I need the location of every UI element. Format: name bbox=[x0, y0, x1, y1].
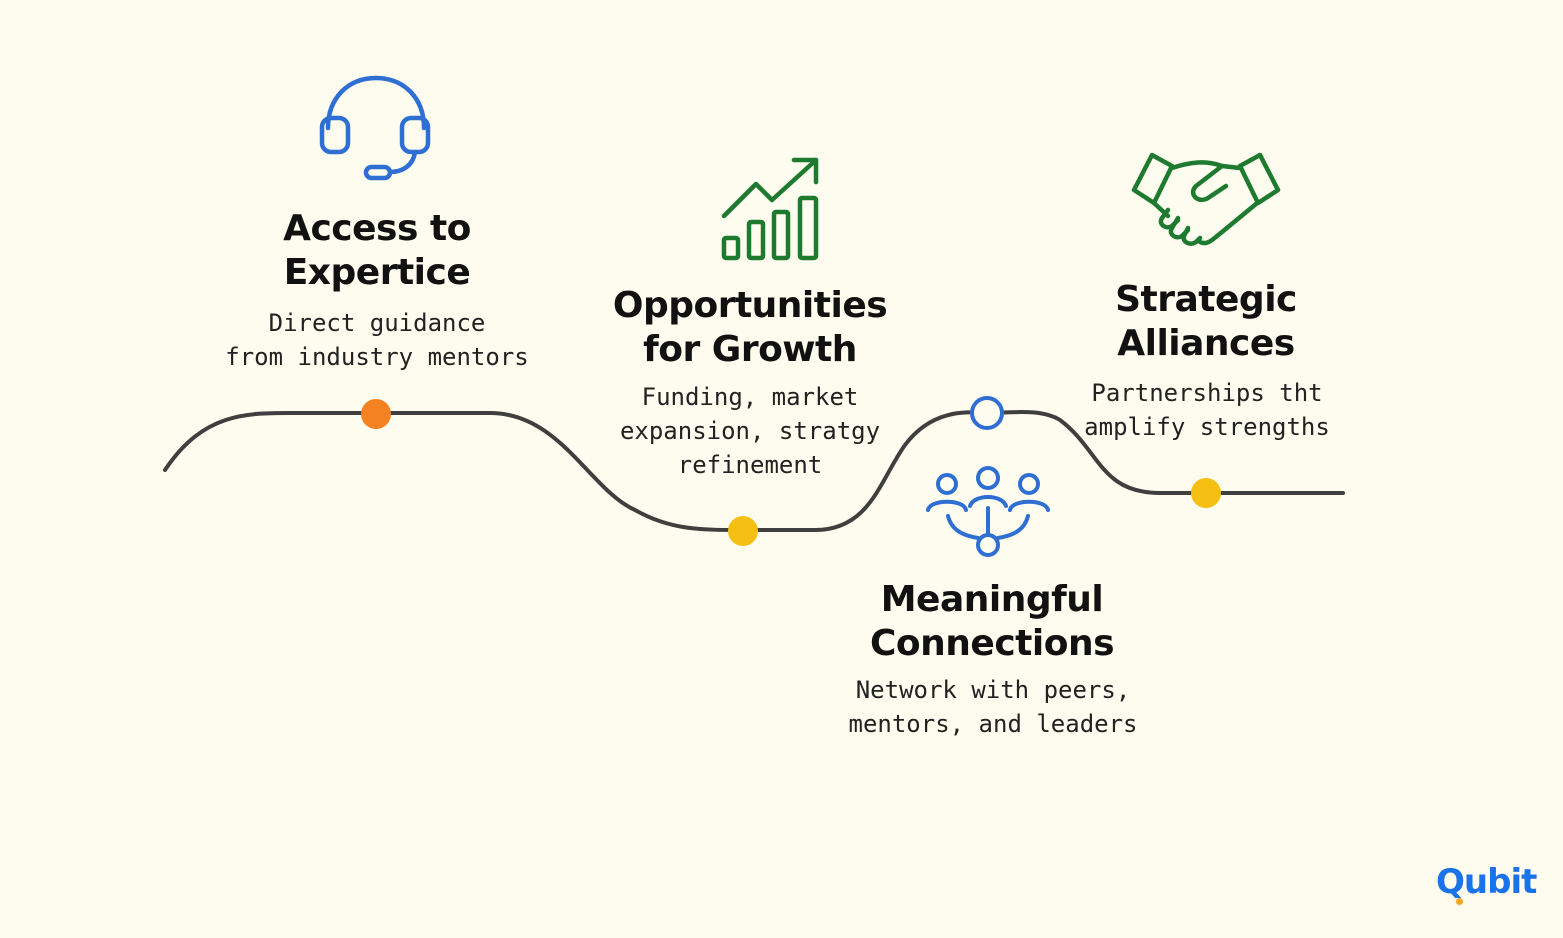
stage-desc-line: mentors, and leaders bbox=[848, 710, 1138, 738]
stage-title-connections: Meaningful Connections bbox=[869, 578, 1115, 666]
journey-path bbox=[163, 409, 1345, 532]
marker-expertise bbox=[361, 399, 391, 429]
stage-desc-line: from industry mentors bbox=[225, 343, 529, 371]
stage-desc-line: Direct guidance bbox=[268, 309, 486, 337]
stage-desc-line: expansion, stratgy bbox=[619, 417, 881, 445]
stage-title-line: Meaningful bbox=[880, 579, 1104, 620]
stage-title-alliances: Strategic Alliances bbox=[1115, 278, 1297, 366]
stage-title-line: Alliances bbox=[1117, 323, 1295, 364]
stage-desc-line: Partnerships tht bbox=[1091, 379, 1323, 407]
stage-desc-line: refinement bbox=[677, 451, 823, 479]
headset-icon bbox=[319, 75, 431, 181]
stage-title-line: Opportunities bbox=[612, 285, 888, 326]
stage-title-line: Connections bbox=[869, 623, 1115, 664]
stage-desc-line: Network with peers, bbox=[855, 676, 1131, 704]
marker-alliances bbox=[1191, 478, 1221, 508]
stage-title-line: Expertice bbox=[283, 252, 471, 293]
brand-logo: Qubit bbox=[1436, 862, 1537, 905]
growth-chart-icon bbox=[721, 157, 819, 261]
marker-growth bbox=[728, 516, 758, 546]
stage-desc-connections: Network with peers, mentors, and leaders bbox=[849, 673, 1138, 741]
stage-title-growth: Opportunities for Growth bbox=[612, 284, 888, 372]
stage-title-line: Access to bbox=[283, 208, 471, 249]
stage-desc-line: Funding, market bbox=[641, 383, 859, 411]
stage-desc-line: amplify strengths bbox=[1084, 413, 1330, 441]
stage-desc-expertise: Direct guidance from industry mentors bbox=[225, 306, 528, 374]
handshake-icon bbox=[1131, 152, 1281, 246]
stage-title-line: Strategic bbox=[1115, 279, 1297, 320]
stage-desc-alliances: Partnerships tht amplify strengths bbox=[1084, 376, 1330, 444]
stage-title-line: for Growth bbox=[643, 329, 857, 370]
stage-desc-growth: Funding, market expansion, stratgy refin… bbox=[620, 380, 880, 482]
brand-name: Qubit bbox=[1436, 862, 1537, 902]
logo-dot bbox=[1456, 898, 1463, 905]
stage-title-expertise: Access to Expertice bbox=[283, 207, 471, 295]
network-people-icon bbox=[926, 466, 1050, 557]
marker-connections bbox=[970, 396, 1004, 430]
